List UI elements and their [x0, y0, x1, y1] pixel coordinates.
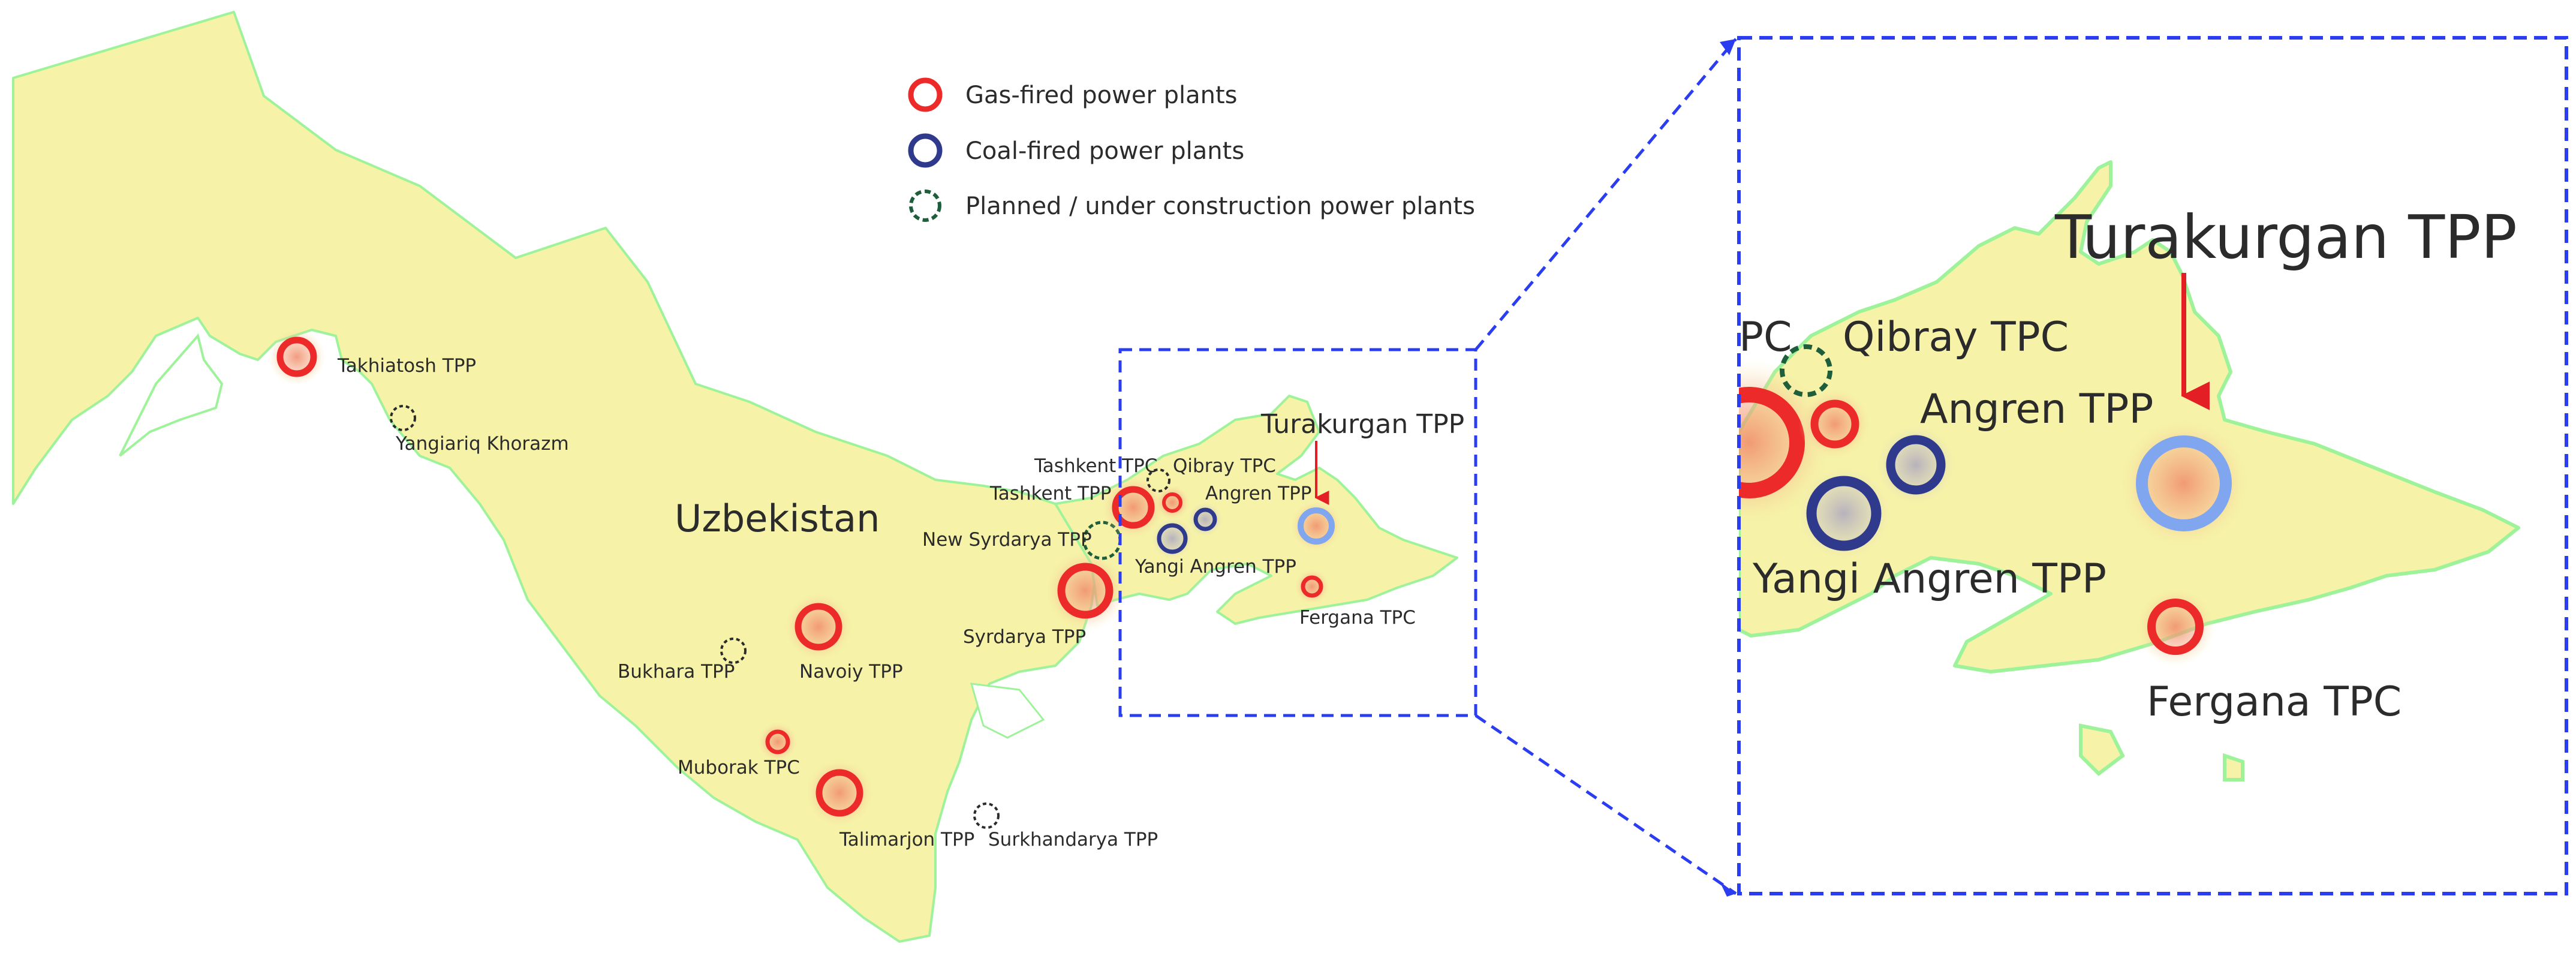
- tashkent-tpp-label: Tashkent TPP: [989, 483, 1112, 504]
- surkhandarya-label: Surkhandarya TPP: [988, 829, 1158, 850]
- talimarjon-label: Talimarjon TPP: [839, 829, 974, 850]
- fergana-marker: [1301, 575, 1323, 598]
- zoom-connector-top: [1474, 38, 1737, 351]
- country-label: Uzbekistan: [675, 497, 880, 540]
- legend-coal-marker: [908, 133, 943, 168]
- tashkent-tpc-glow: [1154, 485, 1190, 521]
- legend-gas-marker: [908, 77, 943, 112]
- legend-planned-marker: [909, 190, 941, 222]
- zoom-yangi-angren-marker: [1806, 476, 1882, 551]
- zoom-land: [1739, 160, 2520, 674]
- turakurgan-marker: [1298, 507, 1335, 545]
- takhiatosh-label: Takhiatosh TPP: [337, 355, 476, 377]
- zoom-yangi-angren-label: Yangi Angren TPP: [1752, 555, 2106, 603]
- syrdarya-glow: [1045, 550, 1126, 632]
- syrdarya-marker: [1057, 563, 1114, 619]
- navoiy-marker: [795, 603, 842, 651]
- yangi-angren-marker: [1157, 523, 1188, 554]
- tashkent-tpp-glow: [1101, 475, 1166, 540]
- zoom-connector-bottom: [1474, 714, 1737, 895]
- legend-item-gas: Gas-fired power plants: [908, 77, 1238, 112]
- talimarjon-glow: [805, 758, 874, 828]
- legend-item-planned: Planned / under construction power plant…: [909, 190, 1475, 222]
- muborak-marker: [765, 729, 790, 754]
- yangi-angren-label: Yangi Angren TPP: [1134, 556, 1296, 578]
- angren-label: Angren TPP: [1205, 483, 1312, 504]
- legend-planned-label: Planned / under construction power plant…: [965, 193, 1475, 220]
- syrdarya-label: Syrdarya TPP: [963, 626, 1086, 648]
- turakurgan-label: Turakurgan TPP: [1260, 409, 1464, 440]
- legend-coal-label: Coal-fired power plants: [965, 137, 1244, 165]
- zoom-tashkent-tpc-glow: [1799, 388, 1871, 460]
- uzbekistan-land: [12, 11, 1099, 943]
- plant-markers: Takhiatosh TPP Yangiariq Khorazm Bukhara…: [268, 328, 1464, 850]
- zoom-turakurgan-marker: [2136, 435, 2232, 531]
- muborak-glow: [757, 722, 798, 762]
- zoom-island-b: [2223, 753, 2244, 781]
- zoom-fergana-label: Fergana TPC: [2147, 678, 2402, 726]
- eastern-region: [1054, 395, 1458, 625]
- qibray-marker: [1146, 468, 1170, 492]
- navoiy-glow: [784, 592, 853, 662]
- aral-shore: [119, 333, 224, 457]
- qibray-label: Qibray TPC: [1173, 455, 1276, 477]
- zoom-partial-tc-label: PC: [1739, 314, 1792, 361]
- bukhara-label: Bukhara TPP: [618, 661, 735, 683]
- zoom-source-frame: [1118, 348, 1477, 717]
- zoom-angren-marker: [1886, 435, 1946, 495]
- south-inlet: [970, 683, 1045, 739]
- tashkent-tpc-label: Tashkent TPC: [1034, 455, 1157, 477]
- zoom-qibray-marker: [1780, 344, 1832, 397]
- zoom-tashkent-tpc-marker: [1810, 399, 1859, 449]
- zoom-turakurgan-label: Turakurgan TPP: [2054, 202, 2517, 272]
- zoom-panel-frame: [1737, 36, 2568, 895]
- navoiy-label: Navoiy TPP: [799, 661, 903, 683]
- zoom-fergana-marker: [2147, 599, 2204, 655]
- takhiatosh-glow: [268, 328, 326, 386]
- talimarjon-marker: [815, 769, 863, 817]
- country-shape: [12, 11, 1458, 943]
- surkhandarya-marker: [973, 802, 1000, 829]
- tashkent-tpc-marker: [1162, 492, 1182, 513]
- legend-item-coal: Coal-fired power plants: [908, 133, 1244, 168]
- zoom-island-a: [2079, 723, 2125, 776]
- muborak-label: Muborak TPC: [678, 757, 800, 778]
- tashkent-tpp-marker: [1112, 486, 1155, 529]
- bukhara-marker: [720, 638, 747, 664]
- takhiatosh-marker: [276, 336, 317, 377]
- turakurgan-glow: [1290, 500, 1343, 552]
- new-syrdarya-label: New Syrdarya TPP: [922, 529, 1092, 551]
- fergana-label: Fergana TPC: [1299, 607, 1416, 629]
- yangiariq-label: Yangiariq Khorazm: [395, 433, 569, 455]
- angren-glow: [1187, 501, 1223, 537]
- legend: Gas-fired power plants Coal-fired power …: [908, 77, 1475, 222]
- angren-marker: [1193, 507, 1217, 531]
- zoom-angren-label: Angren TPP: [1920, 386, 2153, 433]
- zoom-connector-bottom-head: [1720, 882, 1736, 897]
- zoom-tashkent-marker: [1739, 387, 1805, 498]
- zoom-panel: PC Qibray TPC Angren TPP Yangi Angren TP…: [1737, 36, 2568, 895]
- zoom-connector-top-head: [1720, 39, 1736, 55]
- zoom-qibray-label: Qibray TPC: [1843, 314, 2069, 361]
- yangiariq-marker: [390, 405, 416, 431]
- legend-gas-label: Gas-fired power plants: [965, 82, 1238, 109]
- fergana-glow: [1294, 569, 1330, 605]
